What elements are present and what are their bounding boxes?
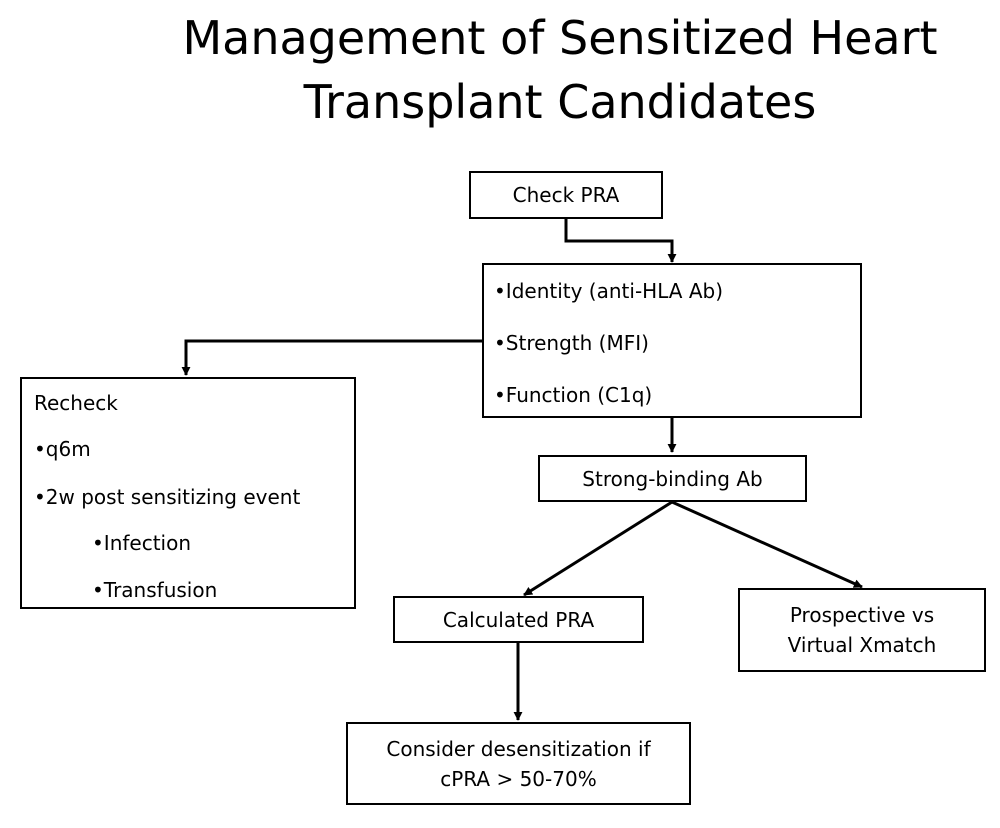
prospective-line-2: Virtual Xmatch [787,633,937,657]
arrow-checkpra-to-antibody [564,219,677,263]
check-pra-label: Check PRA [512,183,620,207]
title-line-1: Management of Sensitized Heart [182,11,938,65]
function-item: •Function (C1q) [494,383,653,407]
recheck-post-event-item: •2w post sensitizing event [34,485,301,509]
identity-item: •Identity (anti-HLA Ab) [494,279,724,303]
desensitization-line-1: Consider desensitization if [386,736,651,761]
strong-binding-label: Strong-binding Ab [582,466,763,491]
arrow-strongbinding-to-calculated [523,500,673,597]
recheck-transfusion-item: •Transfusion [92,578,218,602]
recheck-q6m-item: •q6m [34,437,91,461]
strength-item: •Strength (MFI) [494,331,649,355]
strong-binding-box: Strong-binding Ab [538,455,807,502]
calculated-pra-box: Calculated PRA [393,596,644,643]
desensitization-line-2: cPRA > 50-70% [440,766,597,791]
prospective-xmatch-box: Prospective vs Virtual Xmatch [738,588,986,672]
check-pra-box: Check PRA [469,171,663,219]
arrow-strongbinding-to-prospective [671,500,863,589]
recheck-heading: Recheck [34,391,118,415]
recheck-infection-item: •Infection [92,531,192,555]
recheck-box: Recheck •q6m •2w post sensitizing event … [20,377,356,609]
prospective-line-1: Prospective vs [789,603,935,627]
title-line-2: Transplant Candidates [303,75,817,129]
arrow-antibody-to-recheck [181,339,482,376]
calculated-pra-label: Calculated PRA [442,607,595,632]
desensitization-box: Consider desensitization if cPRA > 50-70… [346,722,691,805]
antibody-characteristics-box: •Identity (anti-HLA Ab) •Strength (MFI) … [482,263,862,418]
page-title: Management of Sensitized Heart Transplan… [120,6,1000,134]
